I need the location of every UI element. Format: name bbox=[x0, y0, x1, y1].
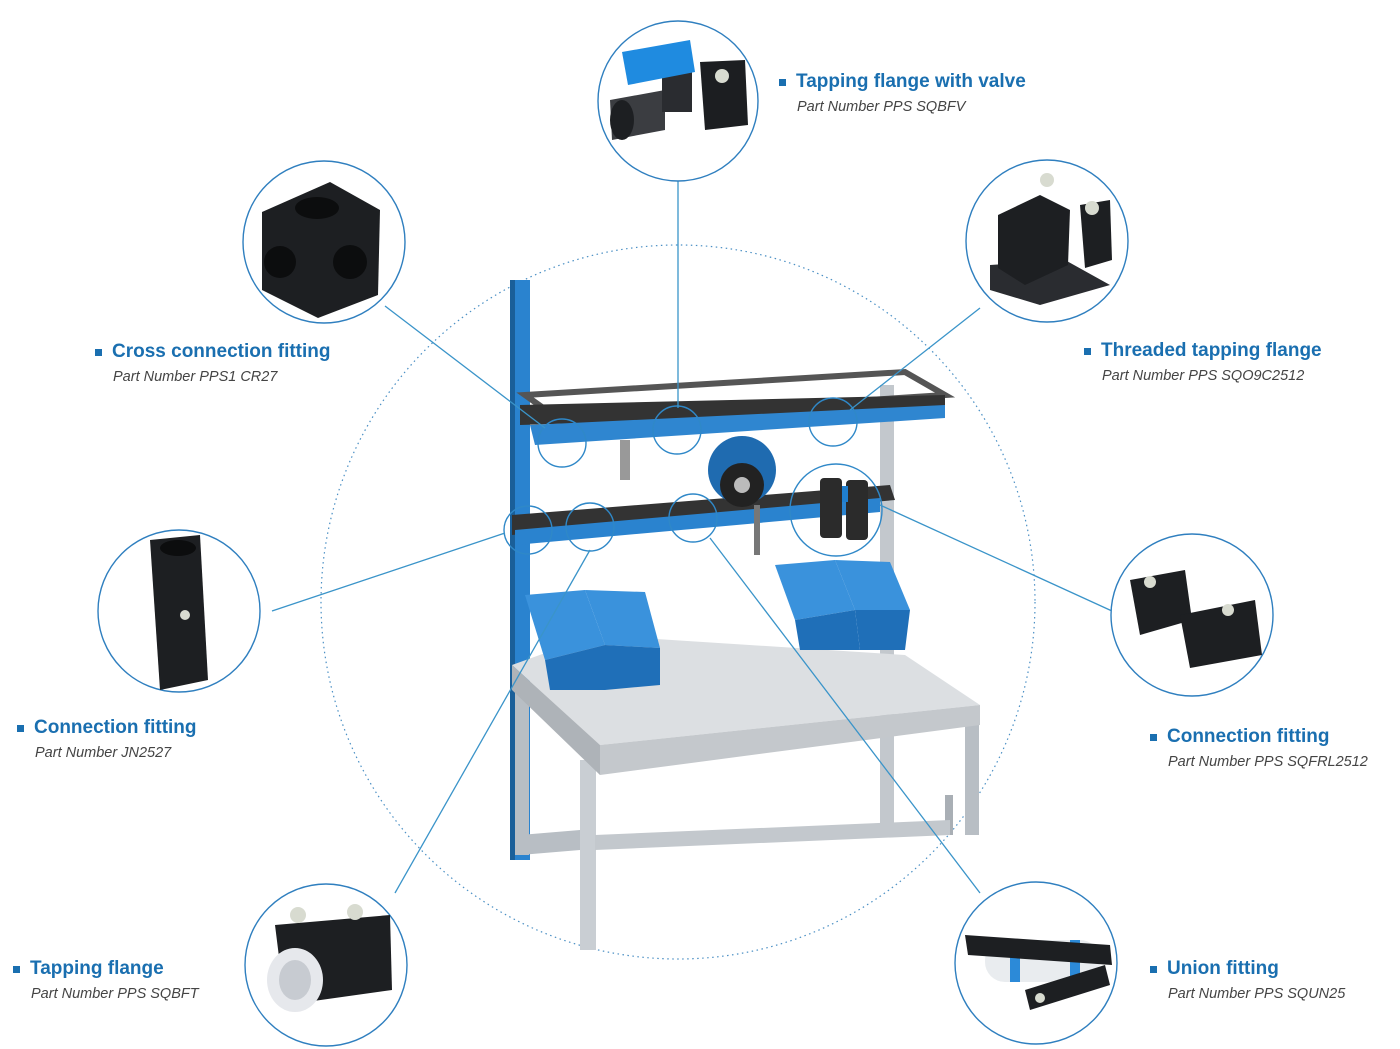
bench-highlight-markers bbox=[503, 397, 883, 557]
callout-part-number: Part Number PPS SQO9C2512 bbox=[1102, 368, 1305, 384]
threaded-flange-icon bbox=[965, 159, 1129, 323]
callout-part-number: Part Number PPS SQUN25 bbox=[1168, 986, 1346, 1002]
ball-valve-flange-icon bbox=[597, 20, 759, 182]
bullet-icon bbox=[17, 724, 24, 732]
tapping-flange-icon bbox=[244, 883, 408, 1047]
callout-cross-connection-fitting: Cross connection fitting Part Number PPS… bbox=[95, 341, 331, 387]
callout-title: Connection fitting bbox=[34, 717, 197, 738]
callout-part-number: Part Number PPS SQBFV bbox=[797, 99, 966, 115]
bullet-icon bbox=[13, 965, 20, 973]
callout-part-number: Part Number PPS SQBFT bbox=[31, 986, 199, 1002]
workbench-icon bbox=[510, 280, 980, 950]
bullet-icon bbox=[1150, 733, 1157, 741]
callout-part-number: Part Number PPS SQFRL2512 bbox=[1168, 754, 1368, 770]
bullet-icon bbox=[1084, 347, 1091, 355]
union-fitting-icon bbox=[954, 881, 1118, 1045]
callout-title: Tapping flange with valve bbox=[796, 71, 1026, 92]
callout-connection-fitting-left: Connection fitting Part Number JN2527 bbox=[17, 717, 197, 763]
leader-lines bbox=[271, 181, 1113, 894]
dotted-guide-circle bbox=[320, 244, 1036, 960]
callout-union-fitting: Union fitting Part Number PPS SQUN25 bbox=[1150, 958, 1345, 1004]
callout-title: Connection fitting bbox=[1167, 726, 1330, 747]
double-clamp-fitting-icon bbox=[1110, 533, 1274, 697]
bullet-icon bbox=[1150, 965, 1157, 973]
callout-tapping-flange-with-valve: Tapping flange with valve Part Number PP… bbox=[779, 71, 1026, 117]
callout-title: Threaded tapping flange bbox=[1101, 340, 1322, 361]
bullet-icon bbox=[779, 78, 786, 86]
callout-title: Cross connection fitting bbox=[112, 341, 331, 362]
callout-connection-fitting-right: Connection fitting Part Number PPS SQFRL… bbox=[1150, 726, 1368, 772]
callout-part-number: Part Number JN2527 bbox=[35, 745, 172, 761]
callout-title: Union fitting bbox=[1167, 958, 1279, 979]
bullet-icon bbox=[95, 348, 102, 356]
cross-fitting-icon bbox=[242, 160, 406, 324]
connection-block-icon bbox=[97, 529, 261, 693]
callout-part-number: Part Number PPS1 CR27 bbox=[113, 369, 278, 385]
callout-threaded-tapping-flange: Threaded tapping flange Part Number PPS … bbox=[1084, 340, 1322, 386]
callout-tapping-flange: Tapping flange Part Number PPS SQBFT bbox=[13, 958, 199, 1004]
callout-title: Tapping flange bbox=[30, 958, 164, 979]
